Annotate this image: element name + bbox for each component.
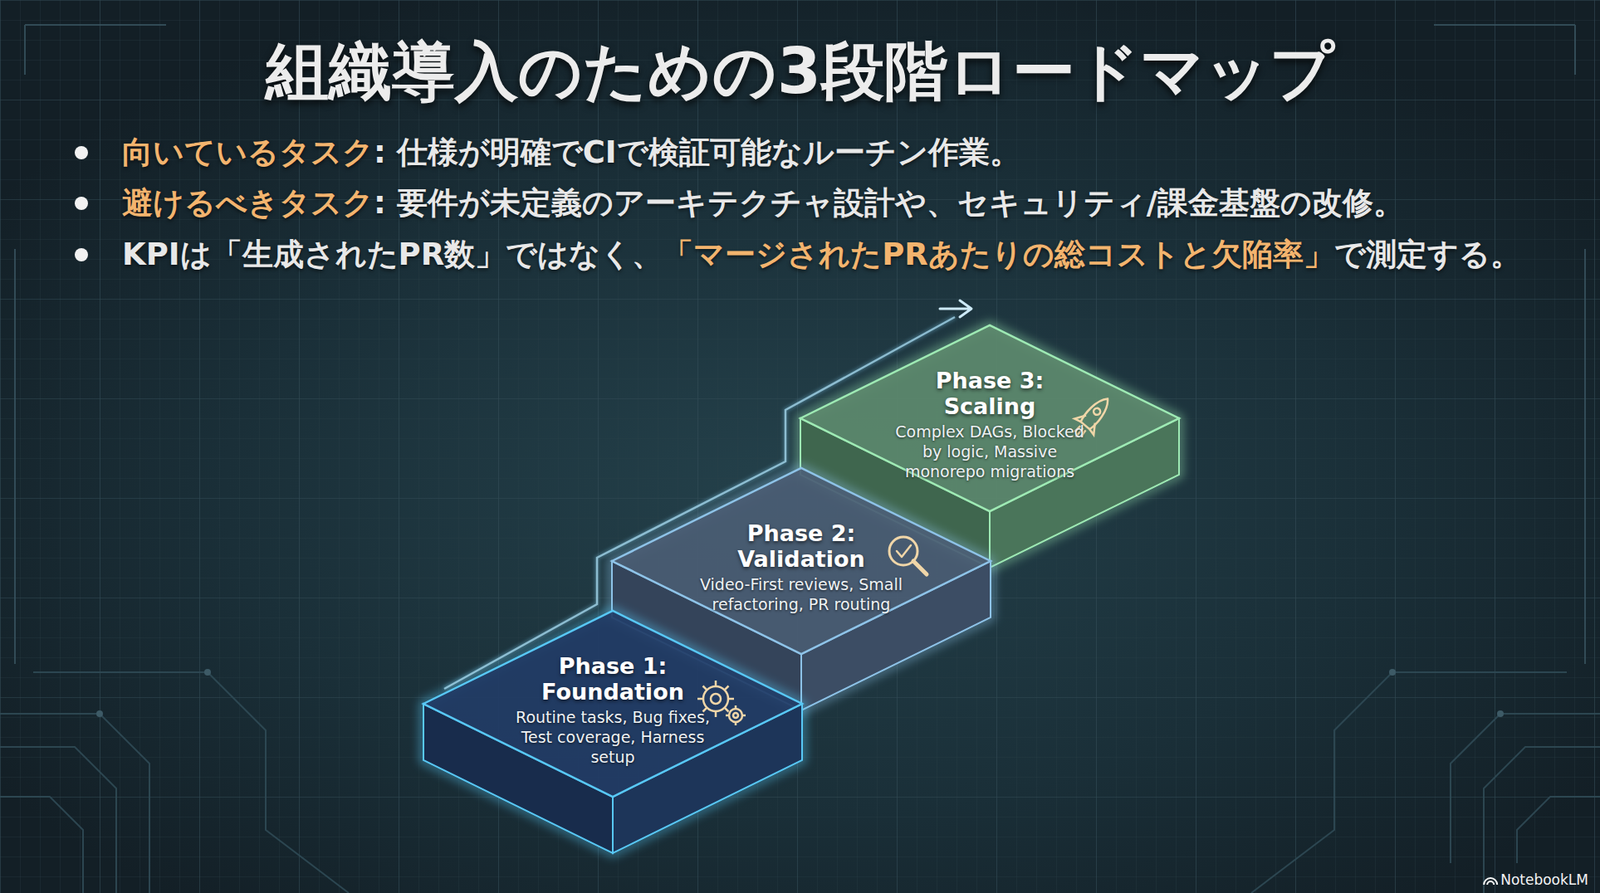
bullet-text: : 仕様が明確でCIで検証可能なルーチン作業。 <box>373 134 1021 171</box>
phase-block: Phase 3: ScalingComplex DAGs, Blocked by… <box>880 364 1099 485</box>
block-top <box>611 468 991 655</box>
phase-heading: Phase 2: Validation <box>697 520 906 573</box>
phase-block: Phase 2: ValidationVideo-First reviews, … <box>692 517 911 619</box>
step-block <box>423 611 803 854</box>
magnifier-icon <box>889 537 927 575</box>
staircase <box>423 325 1180 854</box>
phase-icons <box>697 391 1117 726</box>
phase-block: Phase 1: FoundationRoutine tasks, Bug fi… <box>503 650 722 771</box>
frame-lines <box>14 24 1586 665</box>
bullet-text: KPIは「生成されたPR数」ではなく、 <box>122 236 663 273</box>
bullet-text: : 要件が未定義のアーキテクチャ設計や、セキュリティ/課金基盤の改修。 <box>373 185 1405 221</box>
phase-heading: Phase 1: Foundation <box>508 653 717 705</box>
watermark-icon <box>1483 878 1498 886</box>
progress-arrow <box>444 300 972 690</box>
block-top <box>423 611 803 798</box>
block-top <box>800 325 1180 512</box>
bullet-line: KPIは「生成されたPR数」ではなく、「マージされたPRあたりの総コストと欠陥率… <box>122 236 1522 274</box>
bullet-line: 向いているタスク: 仕様が明確でCIで検証可能なルーチン作業。 <box>122 134 1021 172</box>
highlight-text: 避けるべきタスク <box>122 185 374 221</box>
highlight-text: 「マージされたPRあたりの総コストと欠陥率」 <box>662 236 1335 273</box>
highlight-text: 向いているタスク <box>122 134 374 171</box>
phase-description: Routine tasks, Bug fixes, Test coverage,… <box>508 708 717 768</box>
phase-description: Video-First reviews, Small refactoring, … <box>697 575 906 616</box>
bullet-text: で測定する。 <box>1334 236 1522 273</box>
phase-description: Complex DAGs, Blocked by logic, Massive … <box>885 422 1094 482</box>
phase-heading: Phase 3: Scaling <box>885 367 1094 420</box>
bullet-line: 避けるべきタスク: 要件が未定義のアーキテクチャ設計や、セキュリティ/課金基盤の… <box>122 185 1405 222</box>
block-glow <box>423 611 803 854</box>
bullet-dots <box>74 146 89 262</box>
watermark: NotebookLM <box>1482 871 1589 889</box>
title: 組織導入のための3段階ロードマップ <box>0 29 1600 116</box>
